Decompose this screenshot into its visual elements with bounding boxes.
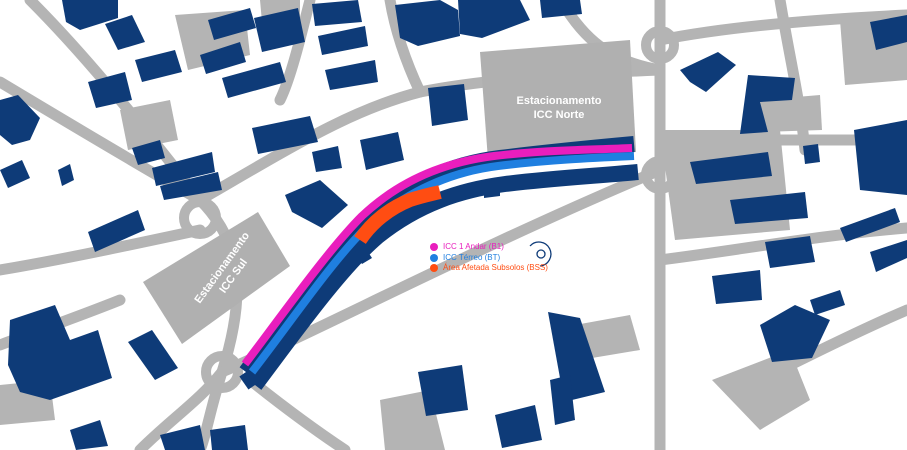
- legend-item-bt: ICC Térreo (BT): [430, 253, 548, 264]
- parking-lots: [143, 40, 636, 344]
- band-b1: [241, 144, 633, 367]
- compass-icon: [529, 241, 552, 267]
- parking-lot-sul: [143, 212, 290, 344]
- legend-label-b1: ICC 1 Andar (B1): [443, 242, 504, 251]
- legend-dot-bt: [430, 253, 438, 262]
- parking-norte-line1: Estacionamento: [517, 95, 602, 107]
- legend-label-bt: ICC Térreo (BT): [443, 252, 501, 262]
- map-legend: ICC 1 Andar (B1) ICC Térreo (BT) Área Af…: [430, 242, 548, 274]
- parking-lot-norte: [480, 40, 636, 160]
- parking-norte-line2: ICC Norte: [534, 109, 585, 121]
- legend-label-bss: Área Afetada Subsolos (BSS): [443, 263, 548, 272]
- band-bss: [354, 185, 442, 245]
- legend-item-b1: ICC 1 Andar (B1): [430, 242, 548, 253]
- legend-item-bss: Área Afetada Subsolos (BSS): [430, 263, 548, 274]
- legend-dot-b1: [430, 243, 438, 252]
- legend-dot-bss: [430, 264, 438, 273]
- floor-bands: [241, 144, 635, 375]
